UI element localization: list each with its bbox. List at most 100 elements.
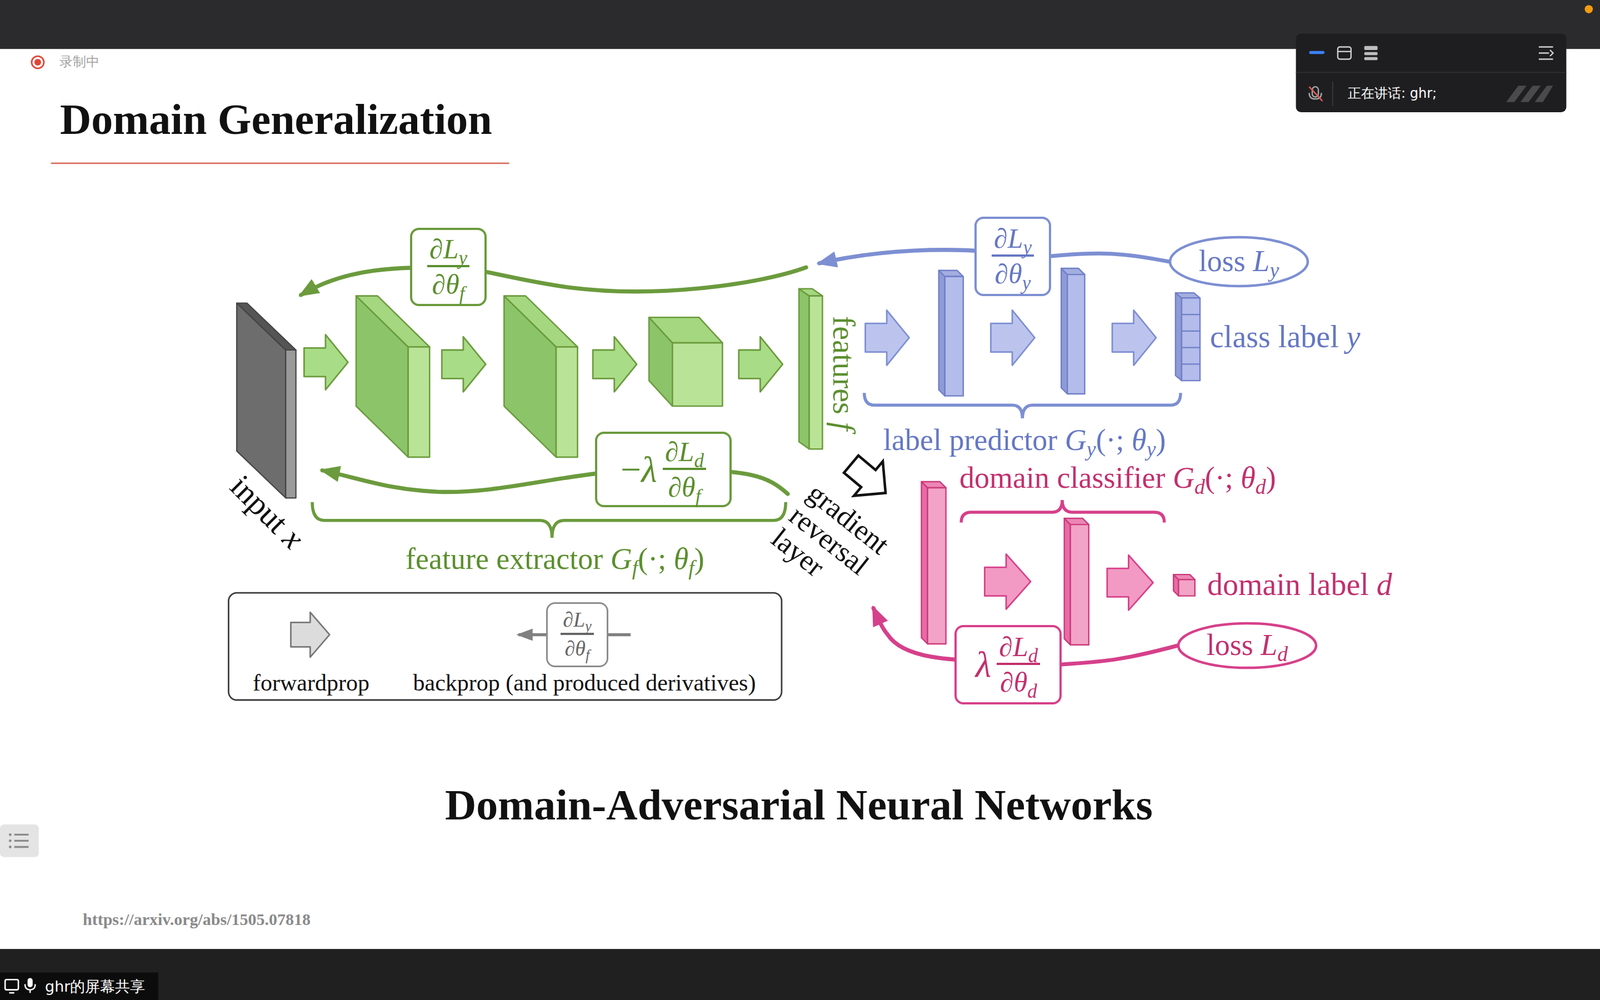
forward-arrow	[1107, 555, 1154, 610]
brace	[864, 392, 1181, 419]
layer-face	[809, 296, 823, 450]
forward-arrow	[592, 336, 637, 392]
text-run: f	[585, 646, 590, 664]
mic-icon	[27, 978, 33, 988]
fraction: ∂Ld ∂θd	[996, 632, 1040, 698]
text-run: L	[678, 436, 695, 468]
features-label: features f	[828, 316, 860, 432]
fraction: ∂Ly∂θy	[991, 223, 1034, 289]
text-run: θ	[1240, 461, 1256, 495]
forward-arrow	[738, 336, 783, 392]
text-run: G	[1172, 461, 1195, 495]
forward-arrow	[990, 310, 1035, 365]
speaker-status: 正在讲话: ghr;	[1347, 86, 1437, 102]
domain-output	[1173, 574, 1195, 597]
text-run: L	[1007, 222, 1024, 254]
legend-forward-sample	[290, 612, 330, 658]
gradient-box: λ∂Ld ∂θd	[954, 625, 1062, 705]
layer-label: gradient reversal layer	[766, 477, 916, 622]
text-run: y	[1346, 319, 1361, 354]
text-run: y	[1146, 437, 1157, 461]
text-run: (·;	[1205, 461, 1241, 495]
text-run: θ	[1008, 258, 1023, 290]
panel-icon	[1538, 46, 1554, 59]
text-run: L	[1012, 631, 1029, 663]
derivative-numerator: ∂Ly	[427, 234, 470, 264]
text-run: y	[1022, 271, 1032, 294]
text-run: d	[1277, 642, 1288, 667]
forward-arrow	[865, 310, 910, 365]
layer-face	[1067, 274, 1085, 394]
ellipse-outline	[1178, 623, 1317, 668]
text-run: ∂	[562, 607, 574, 632]
gradient-box: ∂Ly∂θf	[546, 602, 609, 668]
layer-face	[938, 270, 964, 277]
speaker-panel	[1296, 33, 1567, 113]
layer-face	[1061, 268, 1068, 394]
text-run: feature extractor	[405, 542, 611, 576]
paper-link: https://arxiv.org/abs/1505.07818	[82, 910, 311, 930]
text-run: L	[573, 607, 585, 632]
text-run: d	[1027, 680, 1038, 702]
forward-arrow	[1112, 310, 1157, 365]
text-run: ∂	[993, 222, 1008, 254]
text-run: θ	[1131, 423, 1147, 457]
side-menu-icon	[8, 833, 12, 837]
feature-layer	[648, 317, 723, 407]
layer-face	[921, 481, 928, 644]
layer-face	[408, 346, 430, 457]
title-underline	[51, 162, 510, 164]
side-menu-icon	[8, 845, 12, 849]
layer-face	[285, 350, 296, 498]
layer-face	[1175, 292, 1200, 298]
panel-icon	[1364, 46, 1378, 50]
text-run: (·;	[637, 542, 674, 576]
module-label: domain classifier Gd(·; θd)	[959, 462, 1277, 494]
text-run: f	[695, 485, 702, 507]
text-run: θ	[681, 471, 696, 503]
layer-face	[236, 303, 286, 499]
output-label: domain label d	[1207, 566, 1393, 603]
brace	[961, 500, 1165, 523]
recording-status: 录制中	[59, 54, 100, 70]
loss-ellipse: loss Ly	[1168, 235, 1310, 288]
brace	[312, 502, 786, 538]
text-run: G	[610, 542, 633, 576]
text-run: loss	[1206, 628, 1262, 662]
output-cells	[1181, 314, 1200, 364]
legend-text: backprop (and produced derivatives)	[413, 669, 757, 697]
text-run: f	[459, 282, 465, 304]
derivative-denominator: ∂θy	[991, 259, 1034, 289]
panel-icon	[1337, 46, 1352, 59]
text-run: d	[693, 449, 704, 472]
derivative-numerator: ∂Ld	[996, 632, 1040, 662]
text-run: λ	[641, 448, 658, 490]
text-run: domain label	[1207, 567, 1377, 602]
layer-face	[1178, 579, 1195, 596]
layer-face	[798, 288, 809, 449]
voice-wave-icon	[1506, 85, 1553, 102]
classifier-layer	[921, 481, 947, 644]
derivative-denominator: ∂θd	[996, 667, 1040, 698]
record-icon	[31, 56, 44, 69]
layer-face	[503, 296, 578, 348]
side-menu-icon	[8, 839, 12, 843]
layer-face	[921, 481, 947, 488]
text-run: λ	[975, 643, 992, 685]
text-run: y	[1269, 258, 1279, 283]
text-run: L	[1252, 244, 1270, 278]
legend-entry: forwardprop	[252, 669, 370, 697]
text-run: f	[632, 556, 639, 580]
prefix-text: λ	[975, 646, 992, 683]
layer-face	[927, 487, 947, 644]
text-run: ∂	[667, 471, 682, 503]
module-label: feature extractor Gf(·; θf)	[405, 543, 705, 575]
screen-icon	[9, 992, 15, 994]
layer-face	[672, 342, 723, 407]
text-run: (·;	[1096, 423, 1132, 457]
share-label-ground	[0, 972, 159, 1000]
feature-vector	[798, 288, 823, 449]
text-run: y	[1022, 236, 1032, 258]
loss-text: loss Ld	[1206, 628, 1289, 662]
